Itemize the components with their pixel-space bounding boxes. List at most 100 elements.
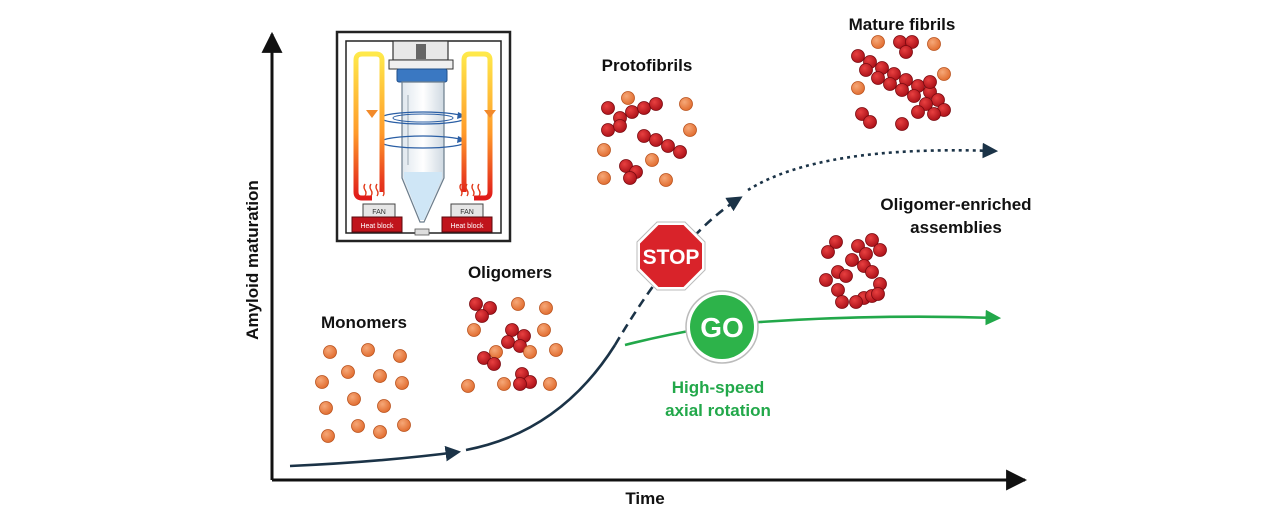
label-high-speed: High-speed (672, 378, 765, 397)
aggregate-particle (829, 235, 843, 249)
monomer-cluster (315, 343, 411, 443)
aggregate-particle (845, 253, 859, 267)
aggregate-particle (601, 101, 615, 115)
aggregate-particle (923, 75, 937, 89)
aggregate-particle (883, 77, 897, 91)
monomer-particle (497, 377, 511, 391)
aggregate-particle (859, 63, 873, 77)
monomer-particle (537, 323, 551, 337)
aggregate-particle (477, 351, 491, 365)
stop-sign: STOP (636, 221, 706, 291)
label-monomers: Monomers (321, 313, 407, 332)
monomer-particle (621, 91, 635, 105)
aggregate-particle (851, 49, 865, 63)
aggregate-particle (475, 309, 489, 323)
aggregate-particle (895, 83, 909, 97)
particle-layer (315, 35, 951, 443)
aggregate-particle (625, 105, 639, 119)
monomer-particle (323, 345, 337, 359)
monomer-particle (461, 379, 475, 393)
x-axis-label: Time (625, 489, 664, 508)
aggregate-particle (623, 171, 637, 185)
aggregate-particle (907, 89, 921, 103)
aggregate-particle (821, 245, 835, 259)
monomer-particle (597, 143, 611, 157)
label-assemblies: assemblies (910, 218, 1002, 237)
monomer-particle (523, 345, 537, 359)
aggregate-particle (831, 283, 845, 297)
aggregate-particle (601, 123, 615, 137)
monomer-particle (315, 375, 329, 389)
aggregate-particle (927, 107, 941, 121)
aggregate-particle (513, 339, 527, 353)
aggregate-particle (501, 335, 515, 349)
stop-text: STOP (643, 246, 700, 269)
label-oligomer-enriched: Oligomer-enriched (880, 195, 1031, 214)
curve-segment-1 (289, 445, 462, 468)
monomer-particle (351, 419, 365, 433)
heat-block-right-label: Heat block (450, 223, 484, 230)
monomer-particle (393, 349, 407, 363)
heating-apparatus: FAN FAN Heat block Heat block (335, 30, 512, 243)
go-sign: GO (685, 290, 759, 364)
heat-block-right (441, 216, 493, 233)
aggregate-particle (661, 139, 675, 153)
label-mature-fibrils: Mature fibrils (849, 15, 956, 34)
curve-segment-dotted (747, 142, 999, 192)
monomer-particle (679, 97, 693, 111)
monomer-particle (511, 297, 525, 311)
monomer-particle (347, 392, 361, 406)
monomer-particle (645, 153, 659, 167)
monomer-particle (871, 35, 885, 49)
aggregate-particle (835, 295, 849, 309)
monomer-particle (397, 418, 411, 432)
aggregate-particle (849, 295, 863, 309)
monomer-particle (361, 343, 375, 357)
aggregate-particle (505, 323, 519, 337)
label-oligomers: Oligomers (468, 263, 552, 282)
aggregate-particle (513, 377, 527, 391)
monomer-particle (319, 401, 333, 415)
monomer-particle (373, 425, 387, 439)
aggregate-particle (649, 97, 663, 111)
oligomer-cluster (461, 297, 563, 393)
aggregate-particle (895, 117, 909, 131)
aggregate-particle (911, 105, 925, 119)
monomer-particle (683, 123, 697, 137)
label-axial-rotation: axial rotation (665, 401, 771, 420)
monomer-particle (851, 81, 865, 95)
monomer-particle (377, 399, 391, 413)
aggregate-particle (673, 145, 687, 159)
aggregate-particle (873, 243, 887, 257)
aggregate-particle (637, 129, 651, 143)
monomer-particle (341, 365, 355, 379)
aggregate-particle (819, 273, 833, 287)
aggregate-particle (865, 233, 879, 247)
aggregate-particle (863, 115, 877, 129)
aggregate-particle (871, 71, 885, 85)
monomer-particle (395, 376, 409, 390)
aggregate-particle (859, 247, 873, 261)
mature-fibril-cluster (851, 35, 951, 131)
monomer-particle (467, 323, 481, 337)
monomer-particle (549, 343, 563, 357)
go-text: GO (700, 312, 744, 343)
axes: Time Amyloid maturation (243, 31, 1028, 508)
curve-segment-2 (465, 344, 617, 452)
heat-block-left (351, 216, 403, 233)
monomer-particle (539, 301, 553, 315)
monomer-particle (937, 67, 951, 81)
aggregate-particle (905, 35, 919, 49)
monomer-particle (373, 369, 387, 383)
aggregate-particle (865, 265, 879, 279)
heat-block-left-label: Heat block (360, 223, 394, 230)
aggregate-particle (469, 297, 483, 311)
aggregate-particle (649, 133, 663, 147)
monomer-particle (659, 173, 673, 187)
aggregate-particle (487, 357, 501, 371)
label-protofibrils: Protofibrils (602, 56, 693, 75)
aggregate-particle (899, 45, 913, 59)
monomer-particle (543, 377, 557, 391)
